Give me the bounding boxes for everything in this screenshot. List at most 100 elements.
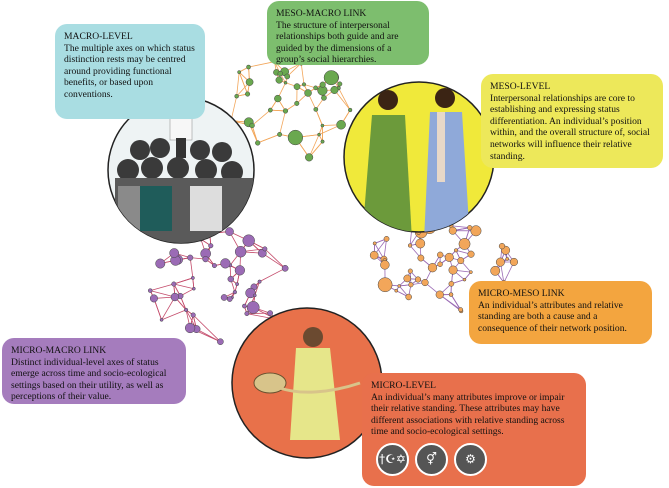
micro-meso-network-node	[457, 257, 465, 265]
meso-macro-network-node	[320, 139, 325, 144]
micro-level-box: MICRO-LEVEL An individual’s many attribu…	[362, 373, 586, 486]
meso-macro-network-node	[337, 81, 343, 87]
attribute-icons: †☪✡ ⚥ ⚙	[376, 443, 487, 476]
micro-meso-network-node	[458, 307, 464, 313]
micro-meso-network-node	[405, 293, 412, 301]
meso-macro-network-node	[283, 81, 288, 85]
micro-meso-network-node	[448, 226, 457, 235]
micro-meso-network-node	[448, 292, 454, 297]
meso-macro-network-node	[336, 119, 346, 130]
micro-macro-network-node	[262, 246, 268, 252]
micro-meso-network-node	[383, 236, 390, 242]
micro-macro-network-node	[184, 322, 196, 334]
micro-macro-network-node	[217, 338, 224, 346]
micro-meso-network-node	[403, 274, 412, 283]
meso-level-illustration	[343, 81, 495, 233]
micro-meso-network-node	[509, 257, 518, 266]
meso-macro-network-node	[293, 83, 301, 90]
micro-meso-network-node	[407, 243, 413, 248]
meso-macro-network-edge	[248, 61, 275, 68]
macro-level-heading: MACRO-LEVEL	[64, 31, 133, 42]
meso-macro-network-node	[348, 107, 353, 113]
micro-macro-network-node	[184, 307, 189, 312]
meso-macro-network-edge	[251, 109, 271, 126]
meso-macro-network-edge	[238, 72, 248, 95]
micro-meso-network-node	[437, 261, 443, 267]
micro-level-illustration	[231, 307, 383, 459]
micro-macro-network-edge	[259, 267, 286, 282]
micro-macro-network-node	[171, 281, 177, 287]
meso-macro-network-node	[255, 140, 261, 146]
meso-macro-link-text: The structure of interpersonal relations…	[276, 19, 399, 66]
meso-level-heading: MESO-LEVEL	[490, 81, 551, 92]
micro-meso-link-box: MICRO-MESO LINK An individual’s attribut…	[469, 281, 652, 344]
micro-macro-network-node	[235, 282, 239, 287]
micro-macro-network-node	[245, 287, 256, 299]
brain-gears-icon: ⚙	[454, 443, 487, 476]
micro-macro-network-node	[242, 303, 247, 309]
micro-meso-network-node	[444, 252, 454, 262]
micro-macro-network-node	[190, 312, 196, 318]
micro-macro-network-node	[267, 310, 273, 316]
meso-macro-network-node	[246, 64, 251, 70]
micro-meso-network-node	[498, 243, 506, 250]
meso-macro-network-node	[313, 107, 319, 112]
micro-meso-link-text: An individual’s attributes and relative …	[478, 299, 627, 334]
meso-macro-network-node	[320, 123, 325, 128]
micro-macro-network-node	[232, 290, 237, 295]
micro-meso-network-node	[435, 290, 444, 299]
micro-meso-network-edge	[439, 294, 461, 310]
micro-macro-network-node	[211, 263, 217, 269]
micro-macro-network-node	[208, 243, 214, 249]
meso-macro-network-edge	[257, 134, 280, 144]
micro-macro-network-node	[281, 264, 289, 272]
micro-macro-network-node	[234, 246, 247, 258]
micro-meso-network-node	[448, 280, 455, 287]
meso-macro-network-node	[294, 100, 300, 106]
micro-meso-network-edge	[450, 294, 461, 310]
micro-macro-network-node	[220, 294, 228, 301]
gender-symbol-icon: ⚥	[415, 443, 448, 476]
meso-macro-network-node	[330, 85, 339, 94]
micro-macro-network-node	[242, 234, 255, 247]
meso-macro-network-node	[301, 82, 307, 87]
micro-meso-network-node	[380, 260, 390, 270]
micro-meso-network-node	[408, 282, 414, 288]
meso-macro-network-edge	[279, 110, 286, 135]
macro-level-illustration	[107, 96, 255, 244]
micro-macro-network-edge	[264, 248, 286, 269]
micro-macro-link-box: MICRO-MACRO LINK Distinct individual-lev…	[2, 338, 186, 404]
micro-meso-network-node	[369, 250, 379, 260]
micro-macro-network-edge	[173, 283, 194, 290]
meso-macro-network-node	[245, 91, 251, 97]
micro-meso-network-node	[397, 284, 401, 288]
micro-macro-network-node	[202, 255, 209, 263]
micro-meso-network-edge	[383, 238, 387, 260]
micro-macro-network-edge	[150, 290, 175, 298]
macro-level-box: MACRO-LEVEL The multiple axes on which s…	[55, 24, 205, 119]
religion-symbols-icon: †☪✡	[376, 443, 409, 476]
micro-meso-network-node	[421, 278, 429, 287]
micro-macro-network-edge	[262, 252, 286, 269]
meso-macro-link-heading: MESO-MACRO LINK	[276, 8, 367, 19]
micro-macro-network-node	[187, 254, 194, 261]
meso-macro-network-node	[282, 108, 289, 114]
micro-macro-link-text: Distinct individual-level axes of status…	[11, 356, 167, 403]
micro-meso-network-node	[469, 270, 473, 274]
micro-macro-network-node	[225, 227, 234, 236]
meso-macro-link-box: MESO-MACRO LINK The structure of interpe…	[267, 1, 429, 65]
meso-macro-network-node	[277, 131, 283, 137]
micro-meso-link-heading: MICRO-MESO LINK	[478, 288, 565, 299]
meso-macro-network-node	[234, 93, 239, 99]
meso-macro-network-edge	[230, 96, 238, 121]
meso-macro-network-node	[317, 132, 321, 137]
micro-meso-network-edge	[451, 225, 470, 229]
micro-meso-network-node	[467, 250, 475, 258]
micro-macro-network-node	[169, 248, 180, 258]
meso-macro-network-node	[304, 89, 312, 97]
meso-macro-network-edge	[338, 87, 351, 111]
micro-macro-network-node	[227, 275, 234, 283]
micro-macro-network-edge	[189, 257, 194, 278]
micro-macro-network-node	[190, 276, 195, 280]
